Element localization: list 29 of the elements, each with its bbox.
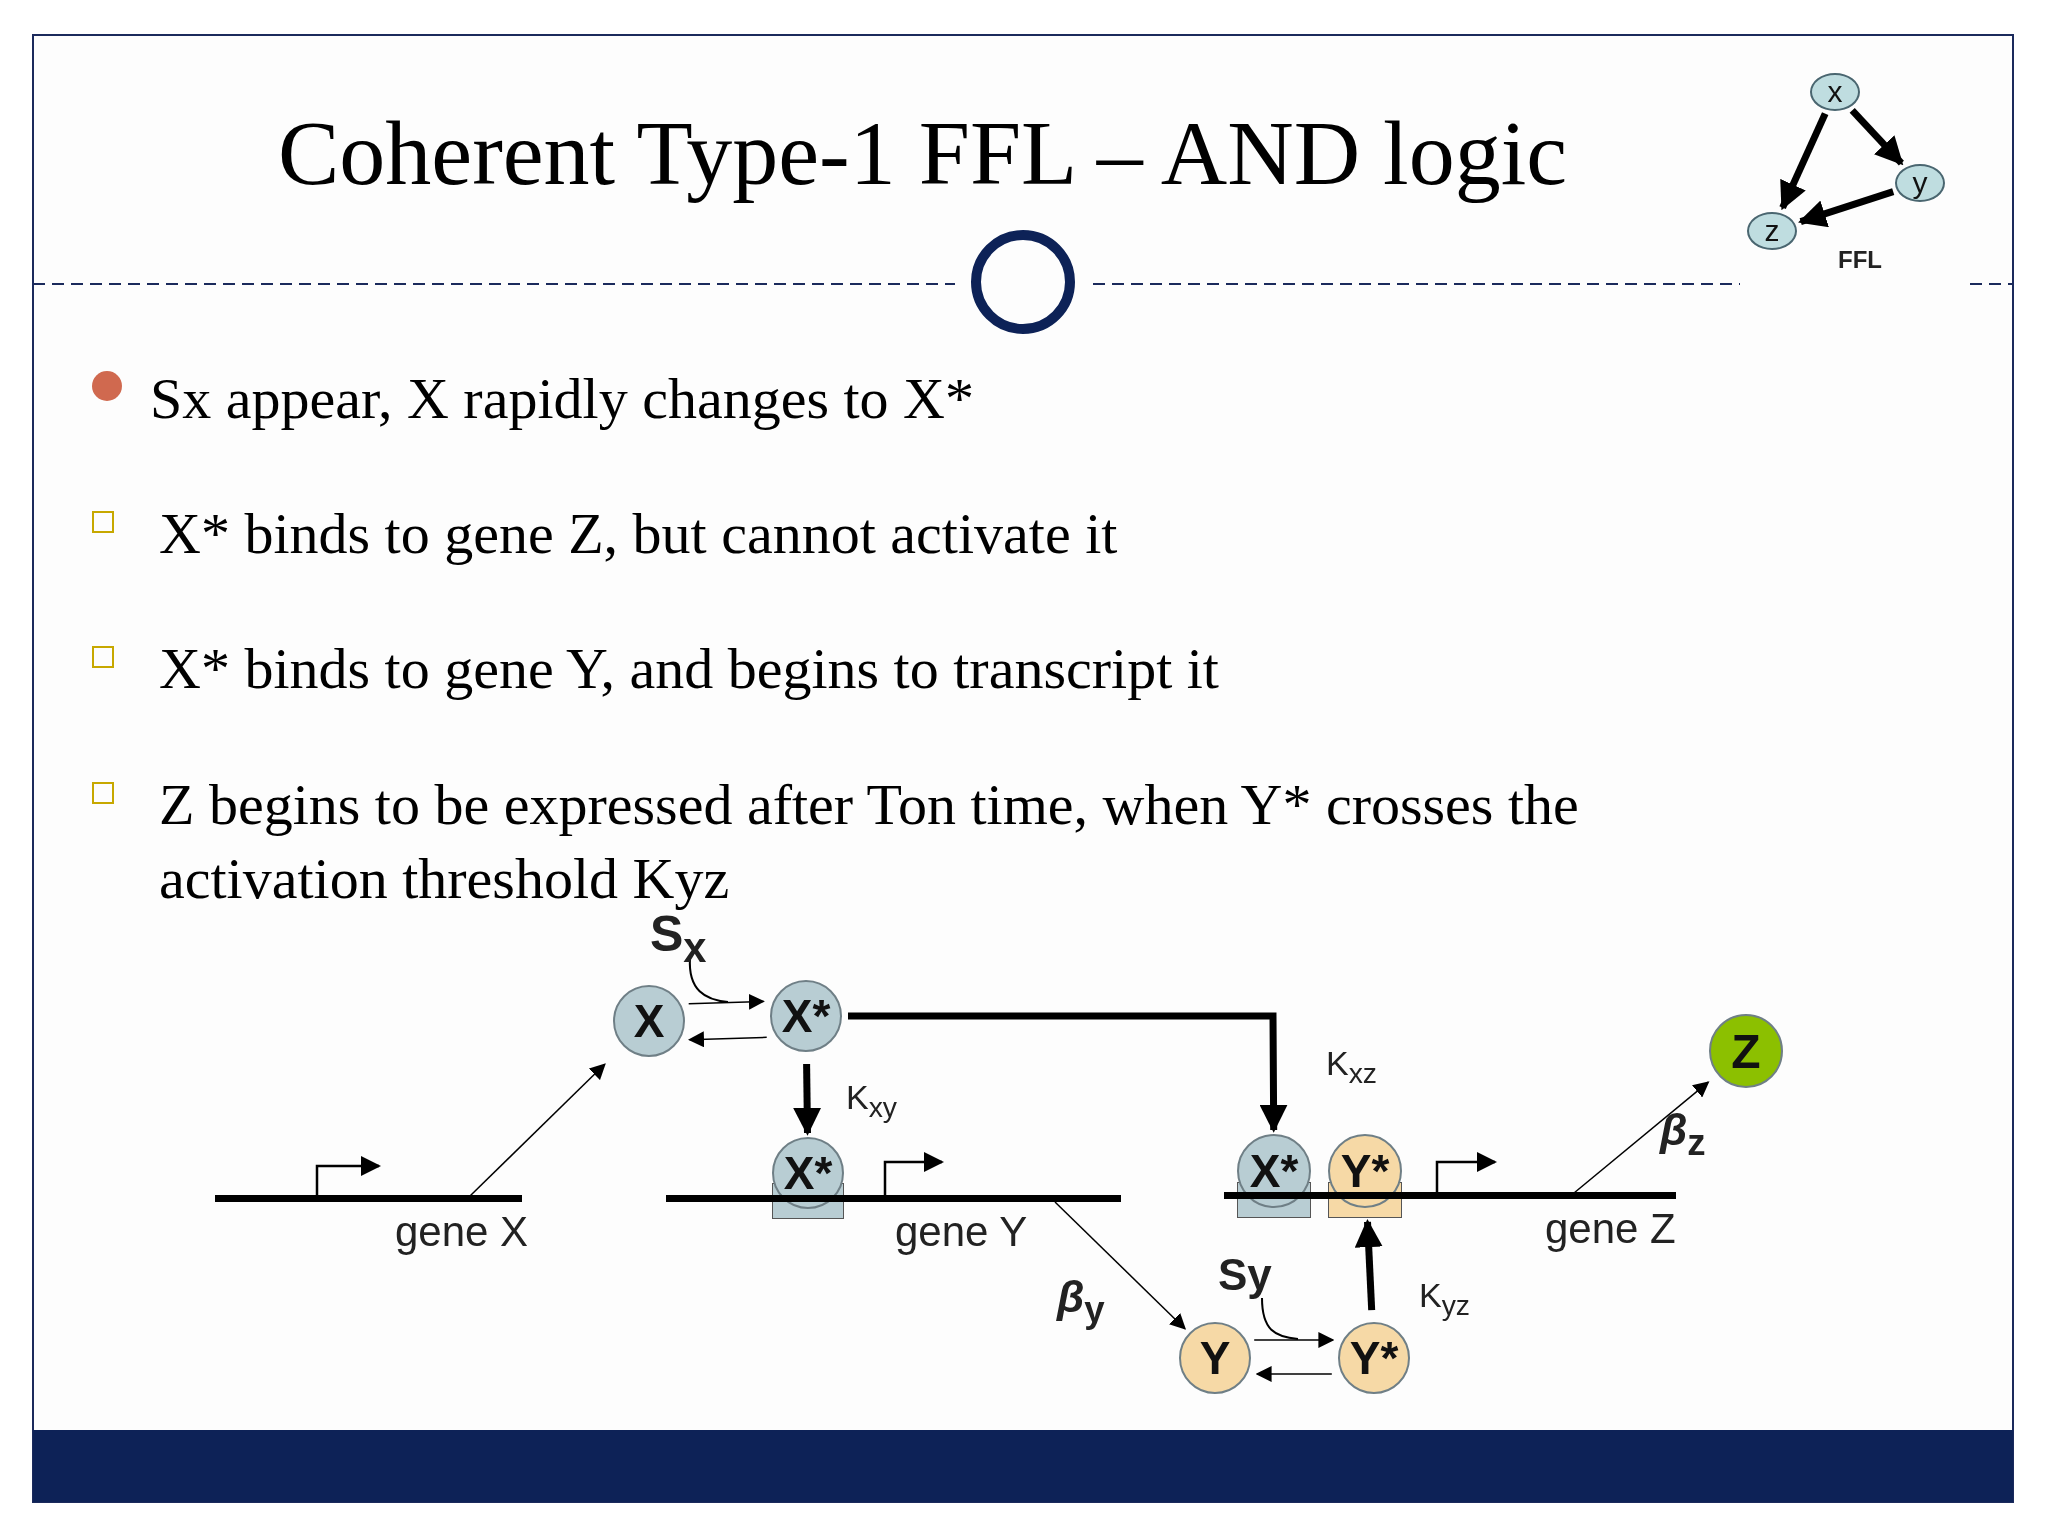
arrow xyxy=(469,1063,606,1197)
arrow xyxy=(1849,108,1904,166)
slide-title: Coherent Type-1 FFL – AND logic xyxy=(276,101,1569,206)
bullet-text: Sx appear, X rapidly changes to X* xyxy=(150,365,975,433)
gene-label: gene Z xyxy=(1545,1205,1676,1253)
diagram-caption: FFL xyxy=(1838,246,1882,274)
edge-label: K$_{yz}$ xyxy=(1419,1276,1470,1322)
arrow xyxy=(793,1063,822,1136)
gene-line xyxy=(1224,1192,1676,1199)
arrow xyxy=(1054,1201,1187,1330)
arrow xyxy=(1779,112,1829,211)
edge-label: β$_{z}$ xyxy=(1660,1105,1706,1164)
arrow xyxy=(1354,1219,1383,1311)
arrow xyxy=(1573,1081,1710,1194)
edge-label: K$_{xy}$ xyxy=(846,1078,897,1124)
gene-label: gene X xyxy=(395,1208,529,1256)
bullet-text: X* binds to gene Z, but cannot activate it xyxy=(159,500,1119,568)
gene-line xyxy=(215,1195,522,1202)
edge-label: β$_{y}$ xyxy=(1057,1272,1105,1331)
gene-line xyxy=(666,1195,1121,1202)
arrow xyxy=(1253,1332,1335,1348)
arrow xyxy=(1798,188,1895,228)
arrow xyxy=(688,1031,768,1048)
arrow xyxy=(687,993,765,1010)
edge-label: Sy xyxy=(1218,1250,1272,1300)
gene-label: gene Y xyxy=(895,1208,1028,1256)
edge-label: K$_{xz}$ xyxy=(1326,1044,1377,1090)
arrow xyxy=(1255,1366,1333,1382)
bullet-text: X* binds to gene Y, and begins to transcript it xyxy=(159,635,1220,703)
